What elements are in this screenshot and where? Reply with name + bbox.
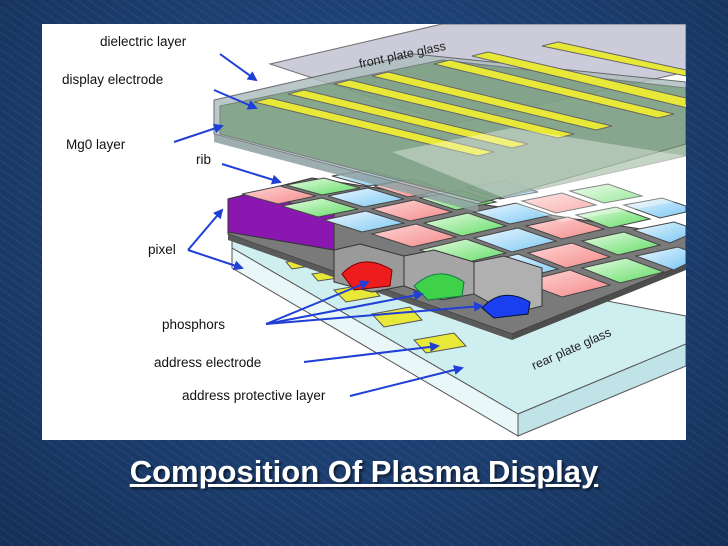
- label-pixel: pixel: [148, 242, 176, 257]
- rib-structure: [227, 169, 686, 340]
- phosphor-cells: [241, 169, 686, 298]
- callout-arrows: [173, 53, 484, 397]
- label-mgo-layer: Mg0 layer: [66, 137, 126, 152]
- display-electrodes: [253, 41, 686, 157]
- label-rib: rib: [196, 152, 211, 167]
- label-address-protective-layer: address protective layer: [182, 388, 326, 403]
- label-address-electrode: address electrode: [154, 355, 261, 370]
- phosphor-wells: [333, 243, 543, 319]
- label-phosphors: phosphors: [162, 317, 225, 332]
- slide-caption: Composition Of Plasma Display: [129, 454, 599, 489]
- plasma-display-diagram: dielectric layer display electrode Mg0 l…: [42, 24, 686, 440]
- label-display-electrode: display electrode: [62, 72, 163, 87]
- label-dielectric-layer: dielectric layer: [100, 34, 187, 49]
- front-plate-glass: [213, 24, 686, 222]
